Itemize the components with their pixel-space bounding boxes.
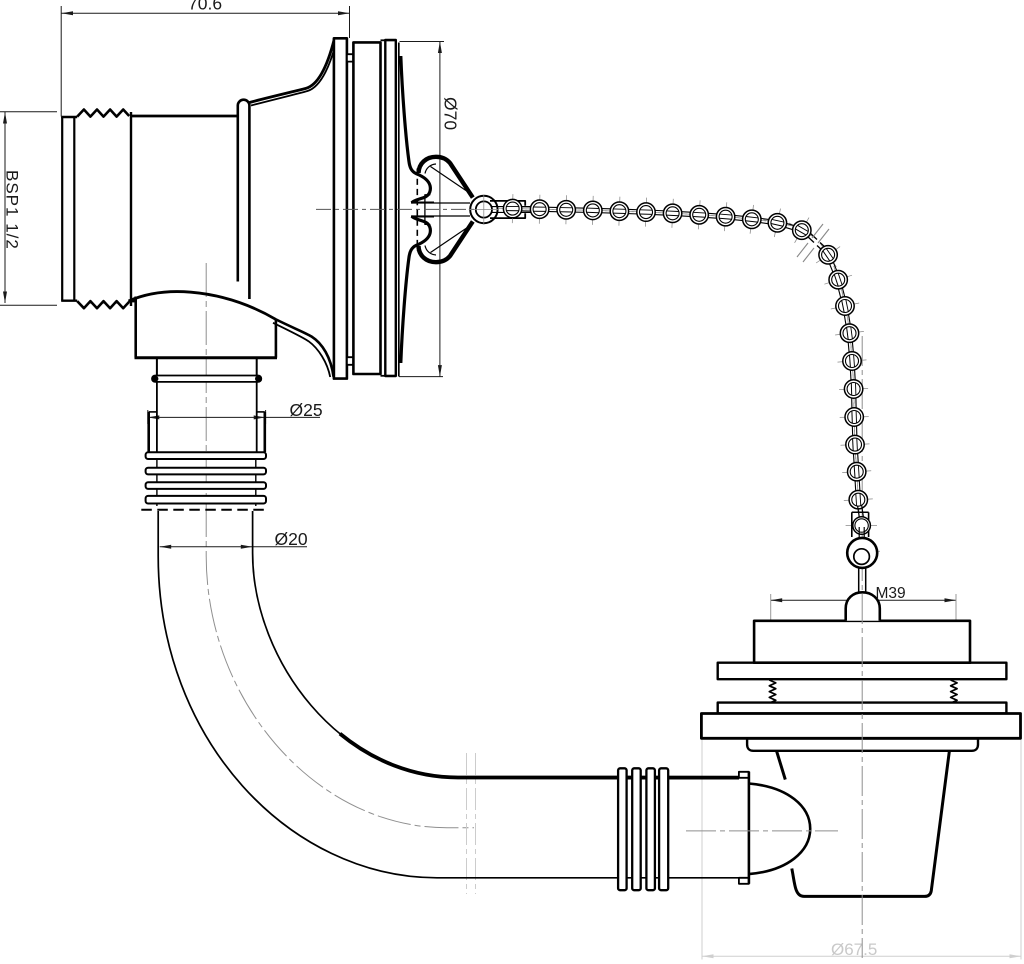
svg-text:BSP1 1/2: BSP1 1/2 bbox=[3, 170, 22, 250]
svg-text:Ø25: Ø25 bbox=[290, 400, 323, 420]
svg-text:M39: M39 bbox=[876, 585, 906, 602]
svg-text:70.6: 70.6 bbox=[188, 0, 222, 14]
svg-text:Ø67.5: Ø67.5 bbox=[831, 940, 877, 959]
svg-text:Ø20: Ø20 bbox=[275, 529, 308, 549]
svg-text:Ø70: Ø70 bbox=[441, 97, 461, 130]
